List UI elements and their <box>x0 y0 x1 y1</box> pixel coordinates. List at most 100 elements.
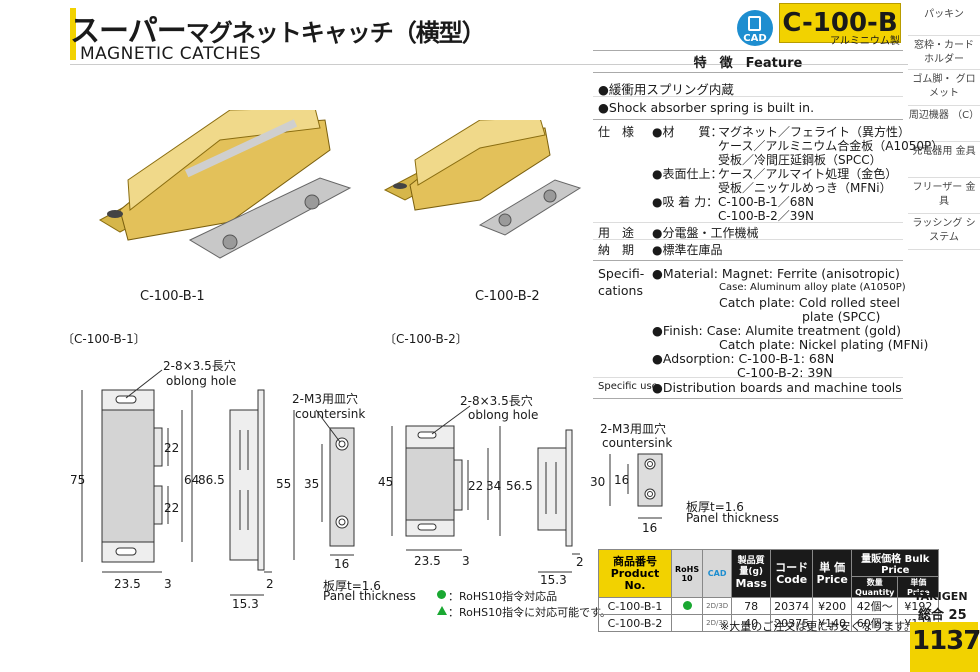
feature-mid-rule <box>593 96 903 97</box>
countersink-label-en: countersink <box>295 407 366 421</box>
spec-material-3: 受板／冷間圧延鋼板（SPCC） <box>718 153 882 167</box>
dim-35: 35 <box>304 477 319 491</box>
cell-product: C-100-B-1 <box>598 597 672 615</box>
nav-item-charger[interactable]: 充電器用 金具 <box>908 142 980 178</box>
countersink-label-jp-2: 2-M3用皿穴 <box>600 422 666 436</box>
nav-item-window-frame[interactable]: 窓枠・カード ホルダー <box>908 36 980 70</box>
dim2-23-5: 23.5 <box>414 554 441 568</box>
rohs-legend-triangle: ：RoHS10指令に対応可能です。 <box>448 606 612 619</box>
cell-unit: ¥192 <box>897 597 940 615</box>
cell-rohs <box>670 614 704 632</box>
spec-rule-1 <box>593 222 903 223</box>
spec-material-1: マグネット／フェライト（異方性） <box>718 125 911 139</box>
oblong-hole-label-jp: 2-8×3.5長穴 <box>163 359 236 373</box>
feature-bullet-en: ●Shock absorber spring is built in. <box>598 100 815 115</box>
th-cad: CAD <box>702 549 733 598</box>
th-qty: 数量 Quantity <box>851 576 899 598</box>
spec-rule-2 <box>593 239 903 240</box>
spec-delivery-key: 納 期 <box>598 243 635 257</box>
feature-top-rule <box>593 50 903 51</box>
dim2-16w: 16 <box>642 521 657 535</box>
feature-bottom-rule <box>593 119 903 120</box>
table-note: ※大量のご注文は更にお安くなります。 <box>720 620 916 633</box>
technical-drawing-2: 45 56.5 34 22 23.5 3 15.3 2 <box>378 405 584 587</box>
nav-item-freezer[interactable]: フリーザー 金具 <box>908 178 980 214</box>
oblong-hole-label-jp-2: 2-8×3.5長穴 <box>460 394 533 408</box>
panel-thickness-en-1: Panel thickness <box>323 589 416 603</box>
spec-en-m3: Catch plate: Cold rolled steel <box>719 295 900 310</box>
spec-en-key-2: cations <box>598 283 643 298</box>
spec-en-f1: ●Finish: Case: Alumite treatment (gold) <box>652 323 902 338</box>
th-mass: 製品質量(g)Mass <box>731 549 772 598</box>
cell-product: C-100-B-2 <box>598 614 672 632</box>
dim-16: 16 <box>334 557 349 571</box>
model-number: C-100-B <box>779 3 901 43</box>
spec-en-use-key: Specific use <box>598 381 658 392</box>
panel-thickness-jp-1: 板厚t=1.6 <box>323 579 381 593</box>
panel-thickness-en-2: Panel thickness <box>686 511 779 525</box>
dim-3: 3 <box>164 577 172 591</box>
side-nav: パッキン 窓枠・カード ホルダー ゴム脚・ グロメット 周辺機器 （C） 充電器… <box>908 0 980 250</box>
cell-cad[interactable]: 2D/3D <box>702 597 733 615</box>
drawing-label-2: 〔C-100-B-2〕 <box>384 332 468 346</box>
oblong-hole-label-en-2: oblong hole <box>468 408 539 422</box>
dim-22a: 22 <box>164 441 179 455</box>
feature-bullet-jp: ●緩衝用スプリング内蔵 <box>598 82 734 97</box>
spec-adsorb-1: C-100-B-1／68N <box>718 195 814 209</box>
page-number: 1137 <box>912 626 980 656</box>
nav-item-packing[interactable]: パッキン <box>908 0 980 36</box>
cell-mass: 40 <box>731 614 772 632</box>
spec-en-m2: Case: Aluminum alloy plate (A1050P) <box>719 282 906 293</box>
dim-75: 75 <box>70 473 85 487</box>
spec-en-m1: ●Material: Magnet: Ferrite (anisotropic) <box>652 266 900 281</box>
page-number-box <box>910 622 978 672</box>
feature-heading: 特 徴 Feature <box>693 56 803 71</box>
nav-item-lashing[interactable]: ラッシング システム <box>908 214 980 250</box>
cell-cad[interactable]: 2D/3D <box>702 614 733 632</box>
oblong-hole-label-en: oblong hole <box>166 374 237 388</box>
dim2-16h: 16 <box>614 473 629 487</box>
spec-adsorb-2: C-100-B-2／39N <box>718 209 814 223</box>
cell-qty: 42個～ <box>851 597 899 615</box>
spec-en-key-1: Specifi- <box>598 266 645 281</box>
spec-en-f2: Catch plate: Nickel plating (MFNi) <box>719 337 929 352</box>
cell-price: ¥200 <box>812 597 853 615</box>
spec-use-key: 用 途 <box>598 226 635 240</box>
dim-23-5: 23.5 <box>114 577 141 591</box>
product-photo-2 <box>383 120 582 236</box>
spec-finish-1: ケース／アルマイト処理（金色） <box>718 167 898 181</box>
technical-drawing-1: 75 86.5 64 22 22 23.5 3 15.3 2 55 35 16 <box>70 369 355 611</box>
catch-plate-drawing-2: 30 16 16 <box>590 453 663 535</box>
dim2-22: 22 <box>468 479 483 493</box>
product-photo-1 <box>98 110 352 259</box>
table-row: C-100-B-1 2D/3D 78 20374 ¥200 42個～ ¥192 <box>598 597 940 615</box>
spec-material-2: ケース／アルミニウム合金板（A1050P） <box>718 139 944 153</box>
spec-key-shiyo: 仕 様 <box>598 125 635 139</box>
dim2-3: 3 <box>462 554 470 568</box>
rohs-triangle-icon <box>437 606 447 615</box>
dim-55: 55 <box>276 477 291 491</box>
dim-22b: 22 <box>164 501 179 515</box>
dim2-2: 2 <box>576 555 584 569</box>
spec-delivery-val: ●標準在庫品 <box>652 243 723 257</box>
cell-rohs <box>670 597 704 615</box>
cad-badge[interactable]: CAD <box>737 10 773 46</box>
cell-code: 20374 <box>770 597 814 615</box>
dim-15-3: 15.3 <box>232 597 259 611</box>
brand-name: TAKIGEN <box>914 590 968 603</box>
countersink-label-en-2: countersink <box>602 436 673 450</box>
nav-item-rubber-feet[interactable]: ゴム脚・ グロメット <box>908 70 980 106</box>
photo-label-2: C-100-B-2 <box>475 289 540 304</box>
page-subtitle: MAGNETIC CATCHES <box>80 44 262 64</box>
nav-item-peripherals[interactable]: 周辺機器 （C） <box>908 106 980 142</box>
spec-finish-key: ●表面仕上： <box>652 167 723 181</box>
spec-rule-3 <box>593 260 903 261</box>
page-title: スーパーマグネットキャッチ（横型） <box>70 14 486 49</box>
rohs-green-dot-icon <box>437 590 446 599</box>
spec-en-a1: ●Adsorption: C-100-B-1: 68N <box>652 351 835 366</box>
header-divider <box>70 64 908 65</box>
